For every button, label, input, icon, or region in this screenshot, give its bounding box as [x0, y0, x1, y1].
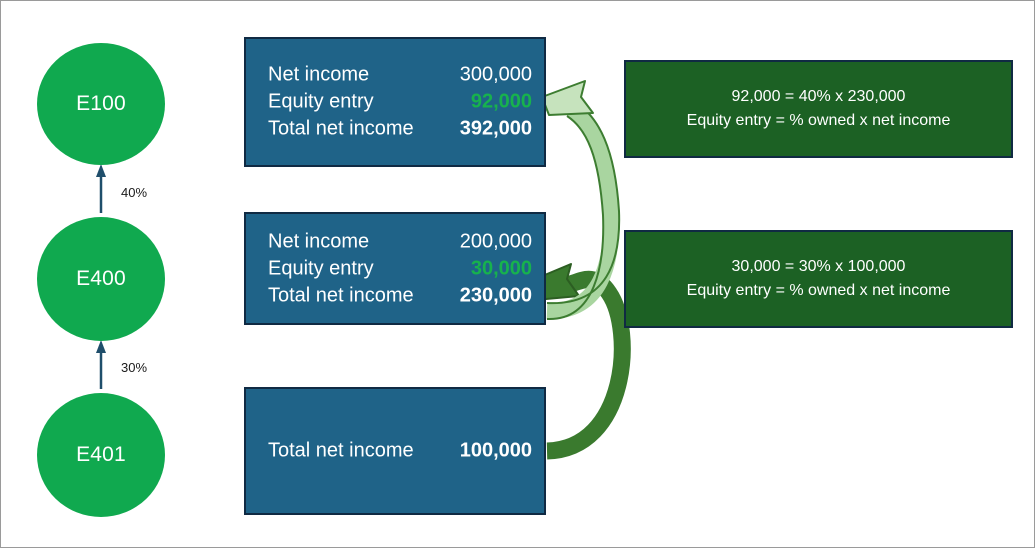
row-value-total: 100,000	[459, 439, 532, 462]
table-row: Equity entry 30,000	[268, 255, 532, 282]
entity-circle-e401[interactable]: E401	[37, 393, 165, 517]
row-value: 300,000	[459, 63, 532, 86]
entity-circle-e100[interactable]: E100	[37, 43, 165, 165]
ownership-percent-e401-e400: 30%	[121, 360, 148, 375]
note-line-1: 30,000 = 30% x 100,000	[731, 258, 906, 275]
value-rows: Net income 300,000 Equity entry 92,000 T…	[268, 62, 532, 143]
table-row: Total net income 230,000	[268, 282, 532, 309]
row-value-total: 392,000	[459, 117, 532, 140]
row-value-total: 230,000	[459, 284, 532, 306]
row-label: Total net income	[268, 284, 414, 306]
flow-arrow-e400-to-e100	[541, 80, 621, 321]
row-label: Total net income	[268, 439, 414, 462]
table-row: Total net income 392,000	[268, 116, 532, 143]
ownership-connector-30	[96, 340, 106, 389]
ownership-connector-40	[96, 164, 106, 213]
value-rows: Total net income 100,000	[268, 440, 532, 463]
note-line-1: 92,000 = 40% x 230,000	[731, 88, 906, 105]
value-box-e401: Total net income 100,000	[244, 387, 546, 515]
table-row: Net income 300,000	[268, 62, 532, 89]
entity-label: E400	[76, 267, 126, 290]
row-label: Net income	[268, 230, 370, 252]
row-label: Total net income	[268, 117, 414, 140]
value-rows: Net income 200,000 Equity entry 30,000 T…	[268, 228, 532, 309]
note-box-e400: 30,000 = 30% x 100,000 Equity entry = % …	[624, 230, 1013, 328]
value-box-e100: Net income 300,000 Equity entry 92,000 T…	[244, 37, 546, 167]
table-row: Net income 200,000	[268, 228, 532, 255]
row-label: Equity entry	[268, 257, 374, 279]
row-label: Net income	[268, 63, 370, 86]
note-box-e100: 92,000 = 40% x 230,000 Equity entry = % …	[624, 60, 1013, 158]
note-line-2: Equity entry = % owned x net income	[686, 112, 951, 129]
row-value-equity-entry: 30,000	[470, 257, 532, 279]
entity-circle-e400[interactable]: E400	[37, 217, 165, 341]
entity-label: E100	[76, 92, 126, 115]
value-box-e400: Net income 200,000 Equity entry 30,000 T…	[244, 212, 546, 325]
row-value-equity-entry: 92,000	[470, 90, 532, 113]
table-row: Equity entry 92,000	[268, 89, 532, 116]
row-value: 200,000	[459, 230, 532, 252]
ownership-percent-e400-e100: 40%	[121, 185, 148, 200]
note-line-2: Equity entry = % owned x net income	[686, 282, 951, 299]
row-label: Equity entry	[268, 90, 374, 113]
entity-label: E401	[76, 443, 126, 466]
